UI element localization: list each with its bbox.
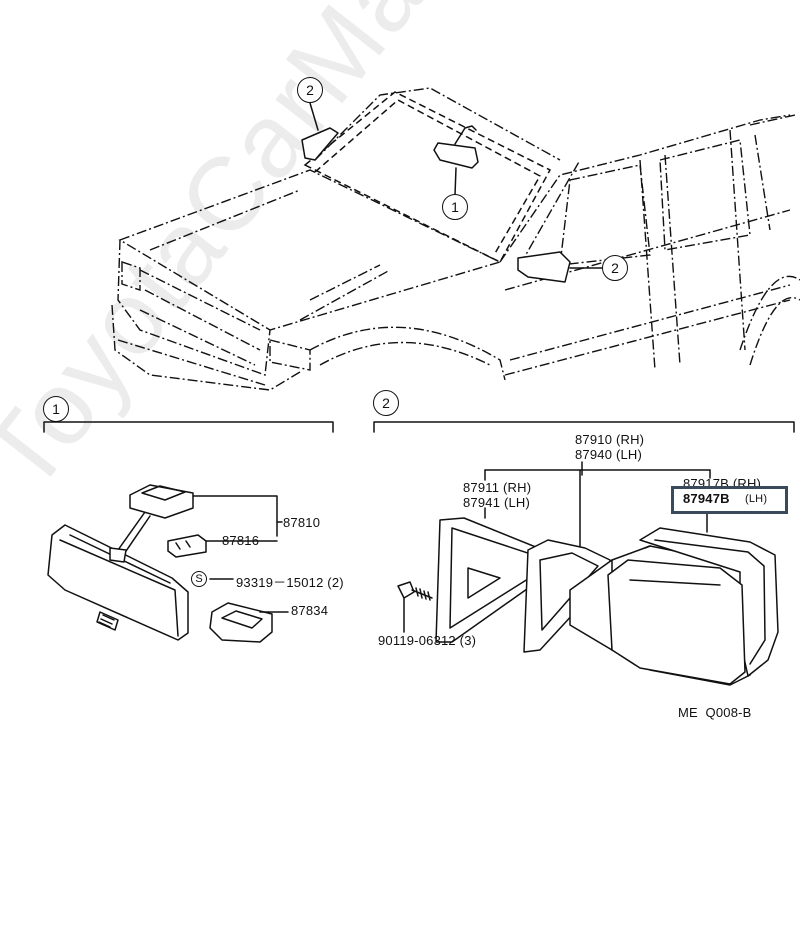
part-87941[interactable]: 87941 (LH): [463, 495, 531, 510]
part-87834[interactable]: 87834: [291, 603, 329, 618]
section1-graphics: [43, 421, 334, 643]
part-87947b[interactable]: 87947B: [683, 491, 730, 506]
vehicle-mirrors: [301, 125, 571, 283]
part-90119[interactable]: 90119-06312 (3): [378, 633, 477, 648]
vehicle-outline: [111, 87, 800, 391]
part-87910[interactable]: 87910 (RH): [575, 432, 645, 447]
figure-code: ME Q008-B: [678, 705, 752, 720]
callout-1-top: 1: [442, 194, 468, 220]
part-87911[interactable]: 87911 (RH): [463, 480, 532, 495]
callout-2-top: 2: [297, 77, 323, 103]
highlight-box-87947b: [671, 486, 788, 514]
callout-2-side: 2: [602, 255, 628, 281]
part-87816[interactable]: 87816: [222, 533, 260, 548]
part-87940[interactable]: 87940 (LH): [575, 447, 643, 462]
part-93319[interactable]: 93319－15012 (2): [236, 575, 344, 590]
vehicle-leaders: [309, 102, 604, 269]
section2-graphics: [373, 421, 795, 686]
part-87947b-side: (LH): [745, 493, 768, 505]
s-marker-icon: S: [191, 571, 207, 587]
part-87810[interactable]: 87810: [283, 515, 321, 530]
section1-index: 1: [43, 396, 69, 422]
section2-index: 2: [373, 390, 399, 416]
